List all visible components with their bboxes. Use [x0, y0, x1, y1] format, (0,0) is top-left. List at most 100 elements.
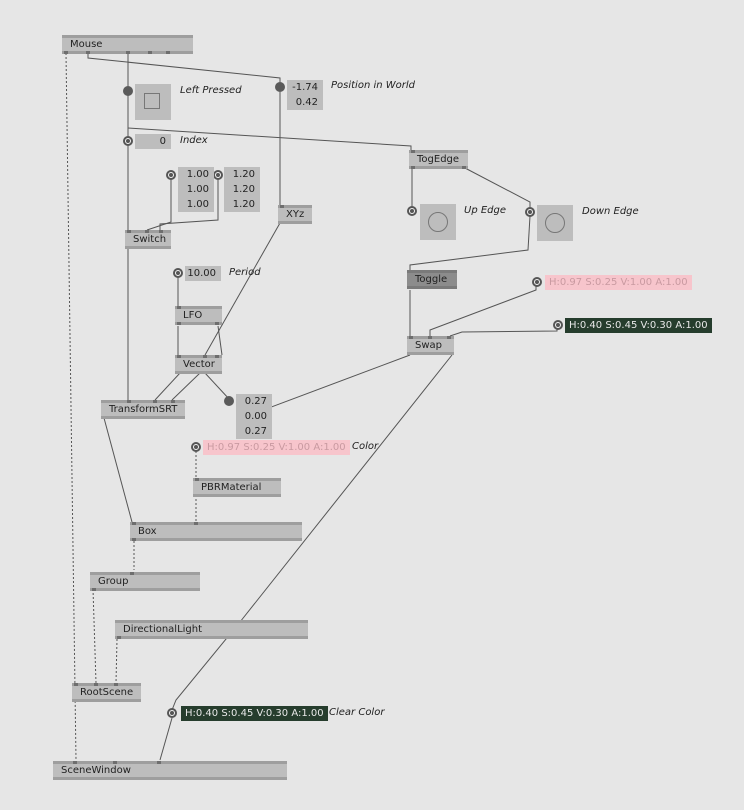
wire: [409, 215, 531, 270]
output-port[interactable]: [92, 588, 96, 591]
togedge-node[interactable]: TogEdge: [409, 150, 468, 169]
input-port[interactable]: [194, 522, 198, 525]
node-label: Box: [138, 526, 157, 537]
index-port[interactable]: [123, 136, 133, 146]
output-port[interactable]: [215, 322, 219, 325]
wire: [159, 175, 219, 230]
swap-b-color-swatch[interactable]: H:0.40 S:0.45 V:0.30 A:1.00: [565, 318, 712, 333]
wire: [159, 717, 173, 761]
wire: [171, 372, 201, 401]
input-port[interactable]: [94, 683, 98, 686]
output-port[interactable]: [148, 51, 152, 54]
input-port[interactable]: [203, 355, 207, 358]
directionallight-node[interactable]: DirectionalLight: [115, 620, 308, 639]
switch-a-port[interactable]: [166, 170, 176, 180]
switch-a-x: 1.00: [186, 169, 209, 180]
up-edge-caption: Up Edge: [464, 205, 507, 216]
output-port[interactable]: [462, 166, 466, 169]
index-caption: Index: [180, 135, 208, 146]
swap-node[interactable]: Swap: [407, 336, 454, 355]
scenewindow-node[interactable]: SceneWindow: [53, 761, 287, 780]
wire: [103, 417, 133, 523]
wire: [449, 325, 558, 337]
left-pressed-port[interactable]: [123, 86, 133, 96]
up-edge-indicator: [420, 204, 456, 240]
period-value[interactable]: 10.00: [185, 266, 221, 281]
wire: [87, 53, 281, 87]
position-caption: Position in World: [331, 80, 416, 91]
output-port[interactable]: [177, 322, 181, 325]
input-port[interactable]: [447, 336, 451, 339]
output-port[interactable]: [166, 51, 170, 54]
input-port[interactable]: [127, 400, 131, 403]
material-color-swatch[interactable]: H:0.97 S:0.25 V:1.00 A:1.00: [203, 440, 350, 455]
wire: [204, 372, 231, 401]
switch-b-z: 1.20: [232, 199, 255, 210]
input-port[interactable]: [428, 336, 432, 339]
switch-a-value[interactable]: 1.00 1.00 1.00: [178, 167, 214, 212]
input-port[interactable]: [195, 478, 199, 481]
input-port[interactable]: [145, 230, 149, 233]
node-label: DirectionalLight: [123, 624, 203, 635]
wire: [154, 372, 181, 401]
switch-b-value[interactable]: 1.20 1.20 1.20: [224, 167, 260, 212]
node-label: Group: [98, 576, 129, 587]
input-port[interactable]: [73, 761, 77, 764]
switch-node[interactable]: Switch: [125, 230, 171, 249]
transformsrt-node[interactable]: TransformSRT: [101, 400, 185, 419]
swap-a-port[interactable]: [532, 277, 542, 287]
rootscene-node[interactable]: RootScene: [72, 683, 141, 702]
output-port[interactable]: [411, 166, 415, 169]
lfo-node[interactable]: LFO: [175, 306, 222, 325]
switch-a-y: 1.00: [186, 184, 209, 195]
input-port[interactable]: [280, 205, 284, 208]
output-port[interactable]: [117, 636, 121, 639]
input-port[interactable]: [409, 336, 413, 339]
wire: [127, 127, 412, 150]
group-node[interactable]: Group: [90, 572, 200, 591]
dashed-wire: [65, 52, 77, 761]
xyz-node[interactable]: XYz: [278, 205, 312, 224]
input-port[interactable]: [215, 355, 219, 358]
output-port[interactable]: [132, 538, 136, 541]
input-port[interactable]: [114, 683, 118, 686]
switch-b-port[interactable]: [213, 170, 223, 180]
pbrmaterial-node[interactable]: PBRMaterial: [193, 478, 281, 497]
input-port[interactable]: [113, 761, 117, 764]
clear-color-swatch[interactable]: H:0.40 S:0.45 V:0.30 A:1.00: [181, 706, 328, 721]
clear-color-port[interactable]: [167, 708, 177, 718]
down-edge-caption: Down Edge: [582, 206, 639, 217]
vector-out-y: 0.00: [244, 411, 267, 422]
input-port[interactable]: [74, 683, 78, 686]
index-value[interactable]: 0: [135, 134, 171, 149]
input-port[interactable]: [177, 355, 181, 358]
swap-b-port[interactable]: [553, 320, 563, 330]
mouse-node[interactable]: Mouse: [62, 35, 193, 54]
output-port[interactable]: [64, 51, 68, 54]
position-port[interactable]: [275, 82, 285, 92]
vector-node[interactable]: Vector: [175, 355, 222, 374]
vector-out-port[interactable]: [224, 396, 234, 406]
input-port[interactable]: [159, 230, 163, 233]
input-port[interactable]: [130, 572, 134, 575]
period-port[interactable]: [173, 268, 183, 278]
wire: [204, 222, 281, 356]
input-port[interactable]: [127, 230, 131, 233]
down-edge-port[interactable]: [525, 207, 535, 217]
toggle-node[interactable]: Toggle: [407, 270, 457, 289]
input-port[interactable]: [171, 400, 175, 403]
index-number: 0: [159, 136, 166, 147]
input-port[interactable]: [153, 400, 157, 403]
node-label: PBRMaterial: [201, 482, 262, 493]
input-port[interactable]: [132, 522, 136, 525]
input-port[interactable]: [157, 761, 161, 764]
input-port[interactable]: [177, 306, 181, 309]
output-port[interactable]: [86, 51, 90, 54]
swap-a-color-swatch[interactable]: H:0.97 S:0.25 V:1.00 A:1.00: [545, 275, 692, 290]
node-label: Mouse: [70, 39, 103, 50]
box-node[interactable]: Box: [130, 522, 302, 541]
up-edge-port[interactable]: [407, 206, 417, 216]
output-port[interactable]: [126, 51, 130, 54]
color-port[interactable]: [191, 442, 201, 452]
input-port[interactable]: [411, 150, 415, 153]
